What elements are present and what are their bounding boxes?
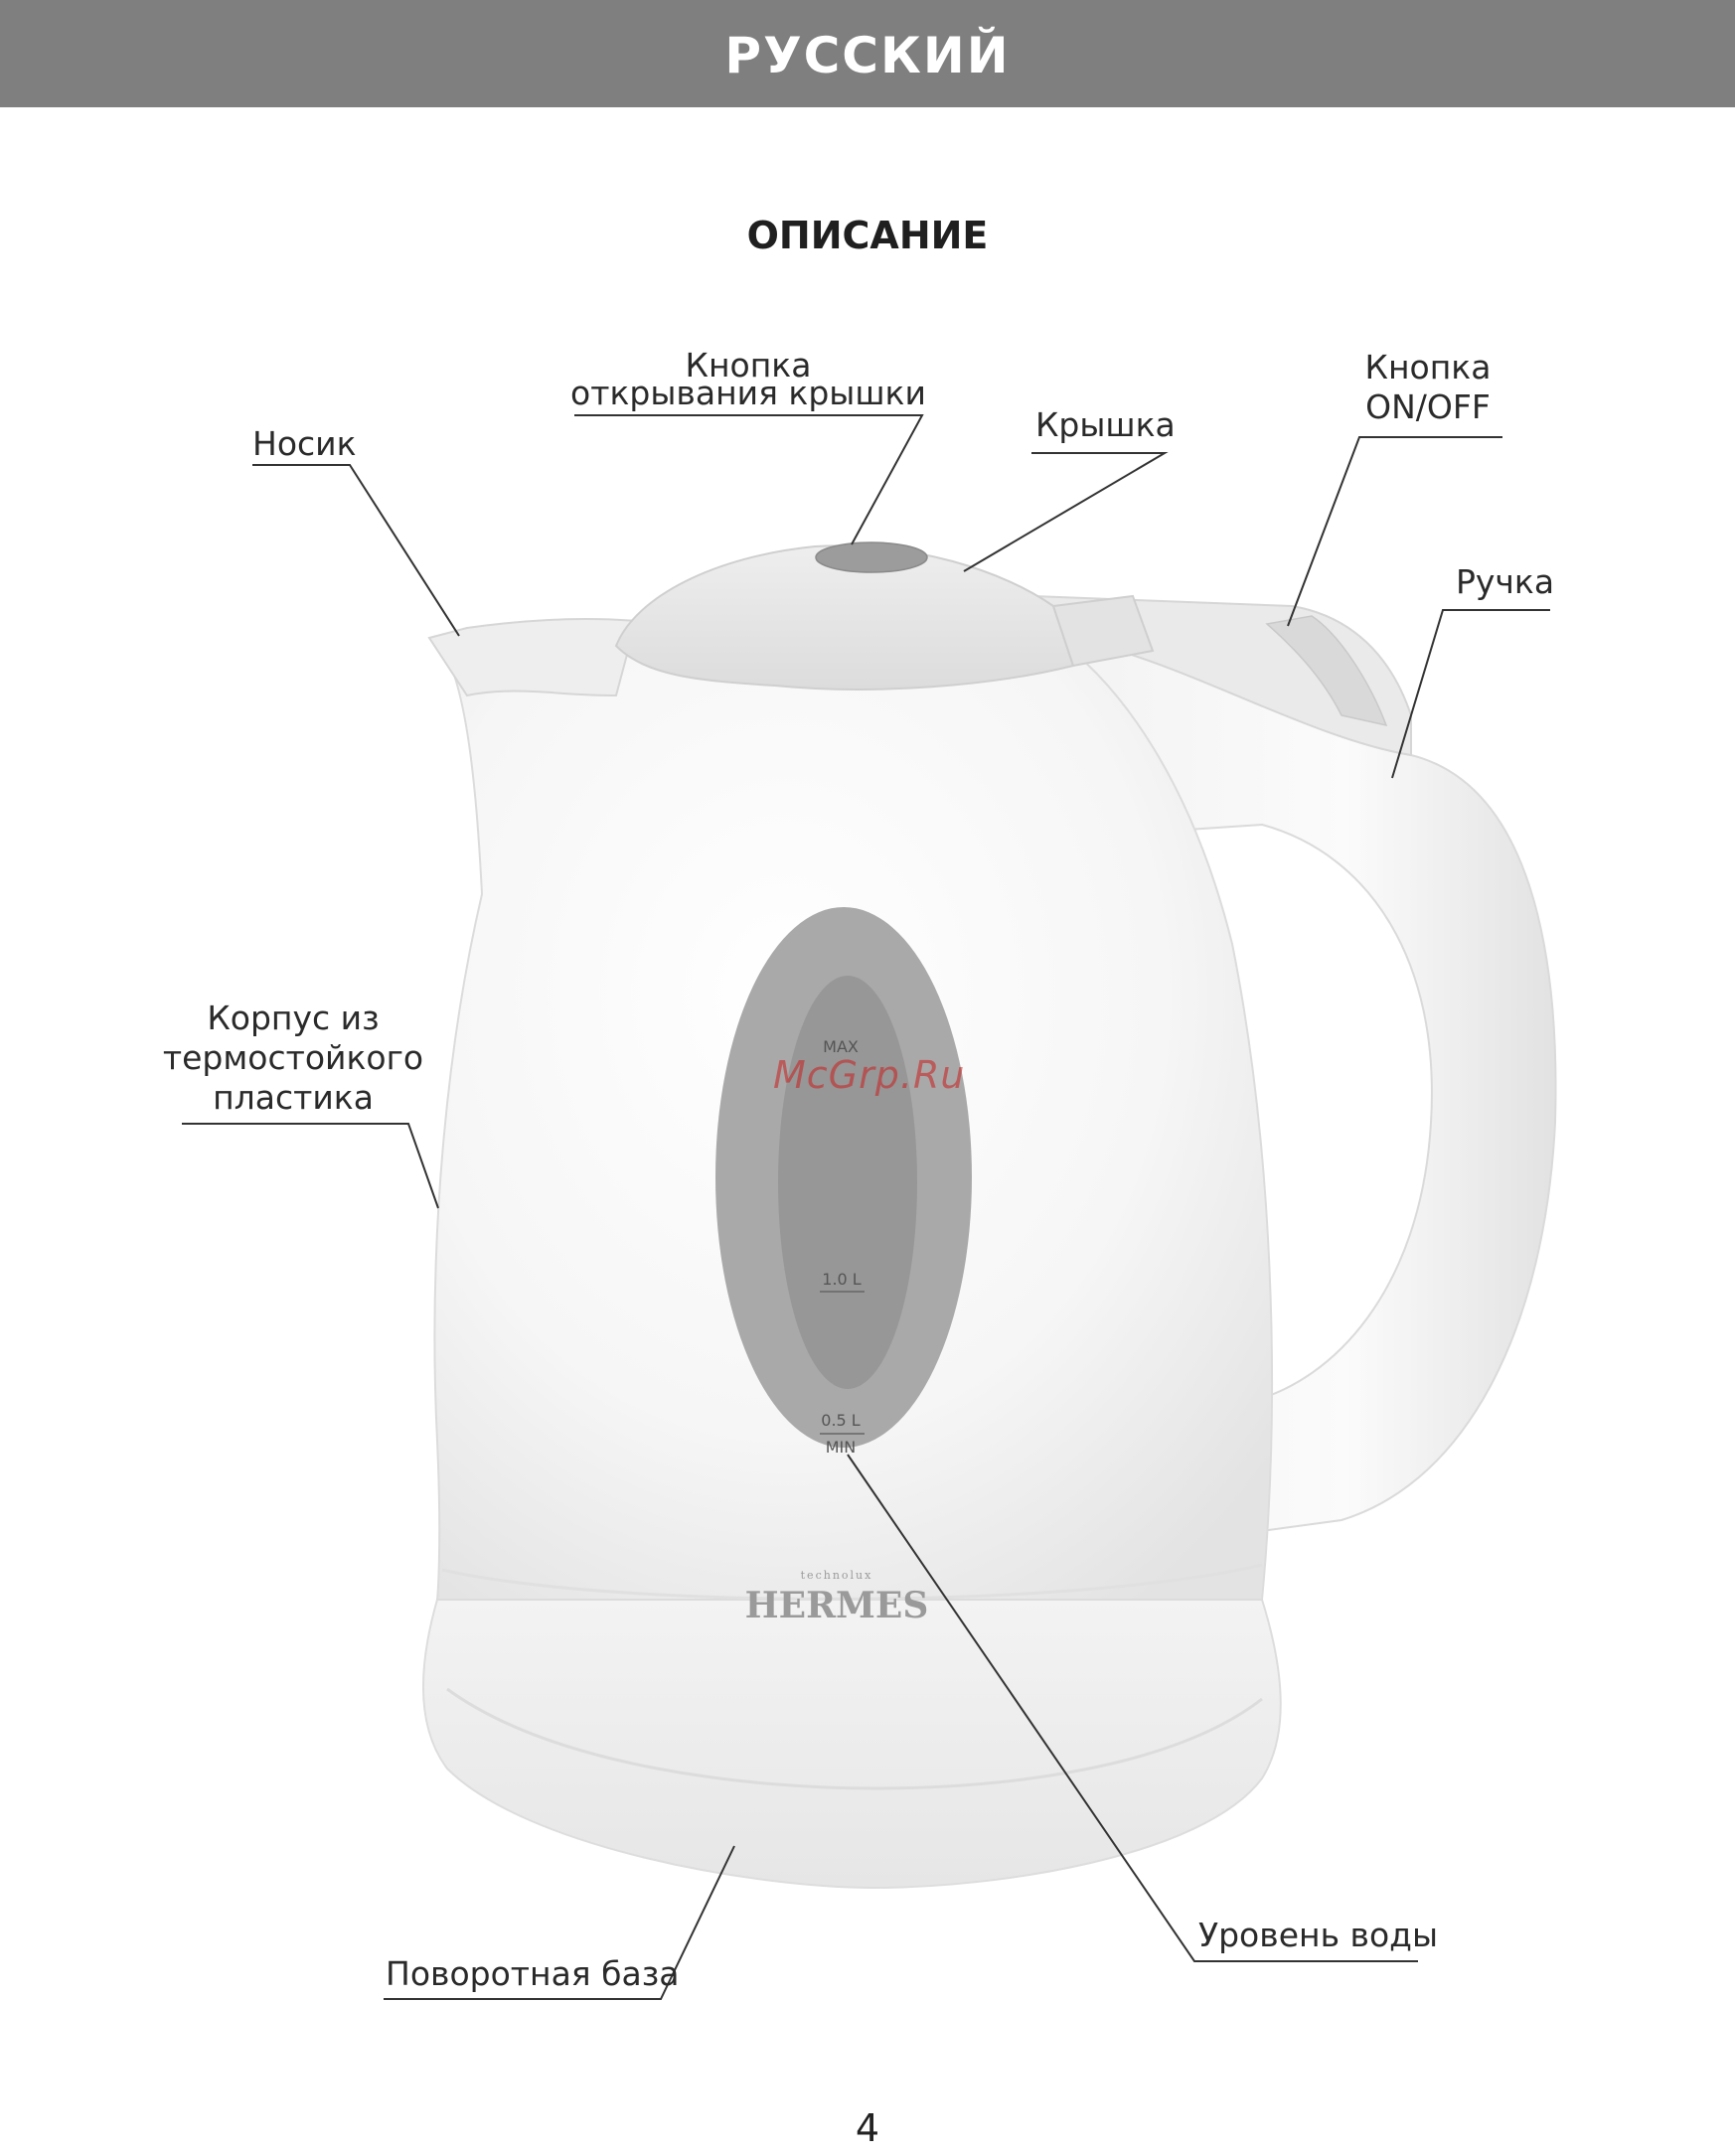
label-power-line1: Кнопка [1353, 348, 1502, 387]
leader-spout [252, 465, 459, 636]
label-water-level: Уровень воды [1198, 1916, 1438, 1955]
leader-lid-button [574, 415, 922, 544]
lid-open-button [816, 542, 927, 572]
mark-0-5: 0.5 L [821, 1411, 861, 1430]
label-body-line1: Корпус из [154, 999, 432, 1038]
label-handle: Ручка [1456, 562, 1554, 602]
page-number: 4 [0, 2106, 1735, 2150]
leader-body [182, 1124, 438, 1208]
mark-1-0: 1.0 L [822, 1270, 862, 1289]
leader-lid [964, 453, 1165, 571]
watermark: McGrp.Ru [773, 1053, 965, 1097]
label-spout: Носик [252, 424, 357, 464]
label-body-line2: термостойкого [154, 1038, 432, 1078]
brand-tagline: technolux [801, 1569, 873, 1582]
label-body-line3: пластика [154, 1078, 432, 1118]
mark-min: MIN [826, 1438, 857, 1457]
label-power-line2: ON/OFF [1353, 387, 1502, 427]
brand-logo: HERMES [745, 1585, 929, 1626]
label-lid: Крышка [1035, 405, 1176, 445]
kettle-spout [429, 619, 636, 695]
label-base: Поворотная база [386, 1954, 680, 1994]
label-lid-button-line2: открывания крышки [564, 374, 932, 413]
leader-handle [1392, 610, 1550, 778]
kettle-base [423, 1600, 1281, 1888]
